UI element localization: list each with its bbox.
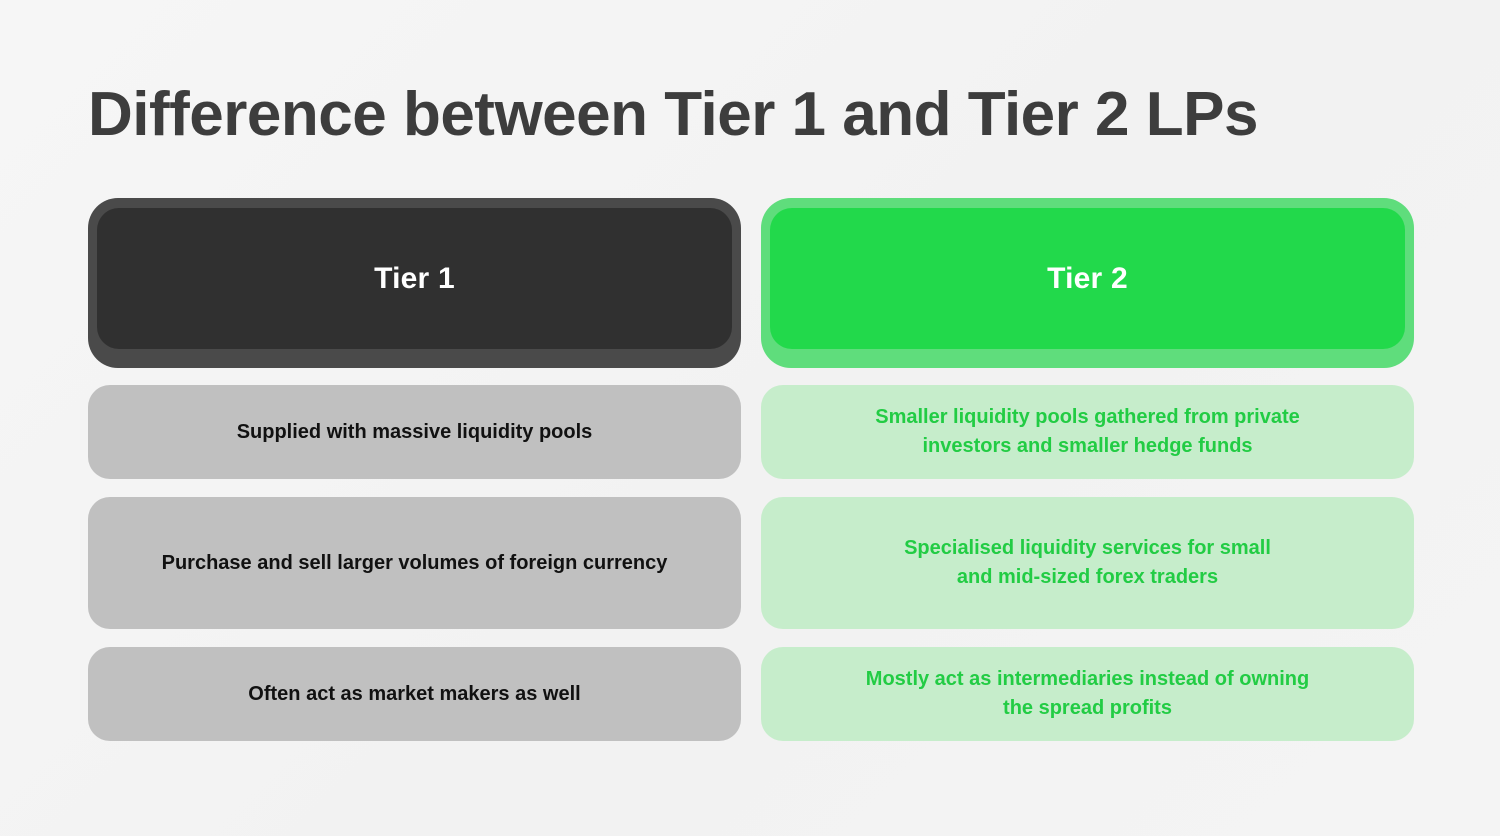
tier-1-header-panel: Tier 1 <box>97 208 732 349</box>
tier-2-row-1-text: Smaller liquidity pools gathered from pr… <box>875 406 1300 457</box>
column-tier-2: Tier 2 Smaller liquidity pools gathered … <box>761 198 1414 741</box>
tier-2-header-panel: Tier 2 <box>770 208 1405 349</box>
tier-1-row-2: Purchase and sell larger volumes of fore… <box>88 497 741 629</box>
tier-1-row-1: Supplied with massive liquidity pools <box>88 385 741 479</box>
tier-1-row-2-text: Purchase and sell larger volumes of fore… <box>161 551 668 574</box>
tier-1-header-label: Tier 1 <box>374 261 455 295</box>
tier-2-row-1: Smaller liquidity pools gathered from pr… <box>761 385 1414 479</box>
page-title: Difference between Tier 1 and Tier 2 LPs <box>88 80 1258 149</box>
tier-2-row-3-text: Mostly act as intermediaries instead of … <box>865 668 1310 719</box>
comparison-columns: Tier 1 Supplied with massive liquidity p… <box>88 198 1414 741</box>
tier-2-row-3: Mostly act as intermediaries instead of … <box>761 647 1414 741</box>
tier-2-header-label: Tier 2 <box>1047 261 1128 295</box>
tier-1-row-1-text: Supplied with massive liquidity pools <box>236 420 593 443</box>
tier-1-row-3-text: Often act as market makers as well <box>248 682 581 705</box>
column-tier-1: Tier 1 Supplied with massive liquidity p… <box>88 198 741 741</box>
tier-2-row-2: Specialised liquidity services for small… <box>761 497 1414 629</box>
tier-2-row-2-text: Specialised liquidity services for small… <box>904 537 1271 588</box>
tier-1-row-3: Often act as market makers as well <box>88 647 741 741</box>
tier-2-header-card: Tier 2 <box>761 198 1414 368</box>
tier-1-header-card: Tier 1 <box>88 198 741 368</box>
